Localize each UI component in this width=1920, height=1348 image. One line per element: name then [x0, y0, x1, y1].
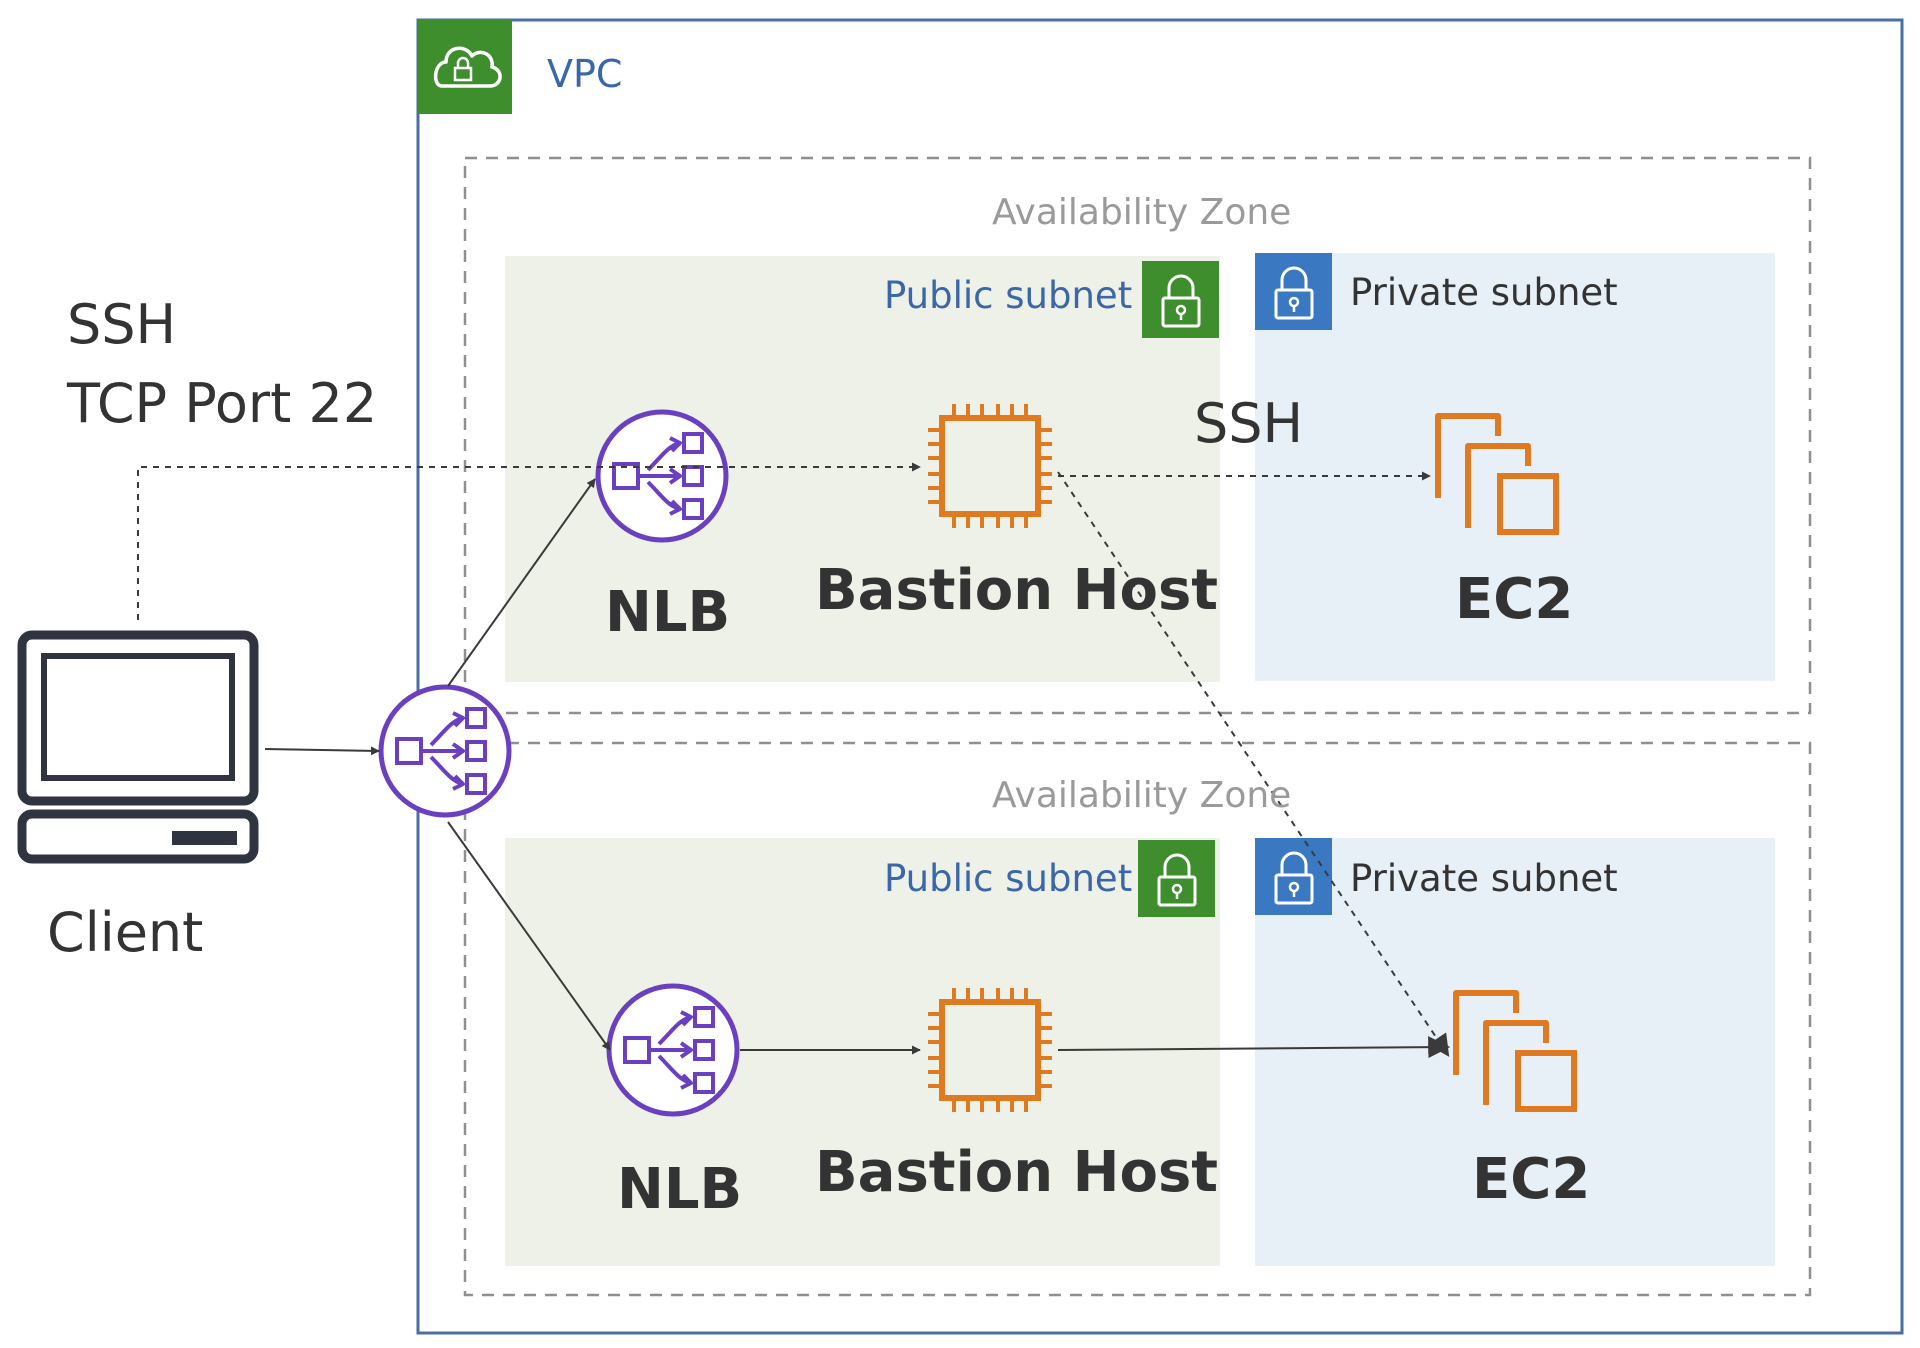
vpc-label: VPC	[547, 52, 623, 96]
protocol-label-line2: TCP Port 22	[67, 372, 378, 435]
availability-zone-label: Availability Zone	[992, 192, 1292, 233]
cloud-lock-icon	[418, 20, 512, 114]
private-subnet-label: Private subnet	[1350, 271, 1618, 314]
private-subnet-label: Private subnet	[1350, 857, 1618, 900]
ssh-edge-label: SSH	[1194, 392, 1304, 455]
vpc-boundary	[416, 18, 1904, 1335]
network-load-balancer-icon	[595, 409, 729, 543]
public-subnet-label: Public subnet	[884, 274, 1133, 317]
client-label: Client	[47, 901, 204, 964]
lock-icon	[1138, 840, 1215, 917]
bastion-host-label: Bastion Host	[815, 558, 1219, 623]
ec2-label: EC2	[1472, 1147, 1591, 1212]
lock-icon	[1142, 261, 1219, 338]
client-to-entry-nlb-arrow	[264, 746, 380, 756]
lock-icon	[1255, 838, 1332, 915]
nlb-label: NLB	[605, 580, 731, 645]
ec2-label: EC2	[1455, 567, 1574, 632]
protocol-label-line1: SSH	[67, 293, 177, 356]
availability-zone-2-boundary	[463, 741, 1812, 1297]
entry-nlb-icon	[378, 684, 512, 818]
network-load-balancer-icon	[606, 983, 740, 1117]
desktop-computer-icon	[17, 630, 259, 864]
private-subnet-1-area	[1255, 253, 1775, 681]
lock-icon	[1255, 253, 1332, 330]
ssh-path-client-to-bastion-1	[137, 462, 921, 620]
entry-nlb-to-nlb-2-arrow	[447, 821, 611, 1051]
public-subnet-label: Public subnet	[884, 857, 1133, 900]
bastion-2-to-ec2-2-arrow	[1057, 1036, 1451, 1059]
availability-zone-1-boundary	[463, 156, 1812, 715]
ssh-path-bastion-1-to-ec2-2	[1057, 471, 1450, 1057]
nlb-label: NLB	[617, 1157, 743, 1222]
entry-nlb-to-nlb-1-arrow	[447, 478, 596, 687]
bastion-host-label: Bastion Host	[815, 1140, 1219, 1205]
availability-zone-label: Availability Zone	[992, 775, 1292, 816]
